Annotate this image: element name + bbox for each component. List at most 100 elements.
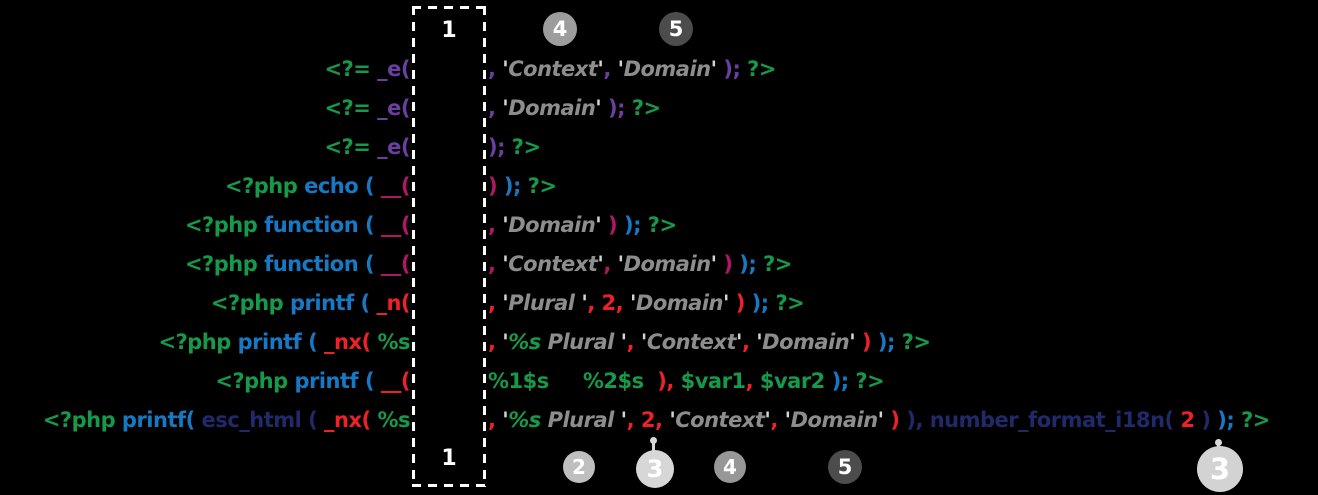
code-token: <?= [324, 135, 378, 159]
code-token: , [488, 330, 503, 354]
code-line: <?php printf( esc_html ( _nx( %s, ' %s Pl… [0, 401, 1318, 440]
code-token: , [915, 408, 930, 432]
code-token: ) [488, 174, 504, 198]
code-line: <?php function ( __( , 'Context', 'Domain… [0, 245, 1318, 284]
code-token: Plural [508, 291, 582, 315]
code-token: <?php [184, 213, 265, 237]
code-line-right: , 'Domain' ); ?> [486, 89, 1318, 128]
code-line-left: <?php function ( __( [0, 245, 411, 284]
code-token: ?> [894, 330, 931, 354]
marker-number: 5 [837, 455, 853, 479]
placeholder-border-right [483, 6, 486, 487]
code-token: %s [377, 408, 410, 432]
code-token: , [488, 252, 503, 276]
code-token: Domain [790, 408, 879, 432]
marker-number: 4 [723, 455, 737, 479]
code-token: , [745, 369, 754, 393]
code-token: ) [906, 408, 916, 432]
code-token: <?= [324, 96, 378, 120]
code-token: Domain [508, 96, 596, 120]
code-token: <?php [184, 252, 265, 276]
marker-number: 3 [646, 455, 664, 483]
code-token: 2 [601, 291, 617, 315]
code-token: __( [380, 174, 411, 198]
code-token: ) [883, 408, 907, 432]
code-token: <?php [215, 369, 295, 393]
code-token: ); [601, 96, 626, 120]
code-token: _e( [377, 135, 410, 159]
code-token: , [626, 408, 641, 432]
placeholder-border-top [412, 6, 486, 9]
code-token: ) [855, 330, 878, 354]
code-token: ?> [640, 213, 677, 237]
code-line-left: <?php echo ( __( [0, 167, 411, 206]
code-token: Domain [508, 213, 596, 237]
code-token: ?> [625, 96, 661, 120]
code-line-right: , 'Context', 'Domain' ) ); ?> [486, 245, 1318, 284]
code-line-left: <?php printf( esc_html ( _nx( %s [0, 401, 411, 440]
code-token: Plural [540, 408, 621, 432]
marker-number: 3 [1209, 452, 1231, 486]
code-token: ); [739, 252, 757, 276]
code-token: ?> [740, 57, 776, 81]
code-line: <?php printf ( _nx( %s, '%s Plural ', 'C… [0, 323, 1318, 362]
code-token: ' [595, 96, 602, 120]
marker-number: 5 [668, 17, 684, 41]
code-token: ' [502, 408, 509, 432]
code-token: ?> [756, 252, 792, 276]
code-token: __( [380, 213, 411, 237]
marker-circle-4: 4 [714, 451, 746, 483]
code-token: function ( [264, 252, 381, 276]
code-token: ' [669, 408, 676, 432]
marker-circle-5: 5 [659, 12, 693, 46]
code-token: , [626, 330, 641, 354]
code-token: ' [502, 96, 509, 120]
code-token: Context [508, 252, 598, 276]
code-token: ) [728, 291, 752, 315]
marker-number: 4 [552, 17, 568, 41]
code-line-right: , 'Plural ', 2, 'Domain' ) ); ?> [486, 284, 1318, 323]
placeholder-border-bottom [412, 484, 486, 487]
marker-circle-2: 2 [563, 451, 595, 483]
code-line: <?php function ( __(, 'Domain' ) ); ?> [0, 206, 1318, 245]
code-token: ?> [1234, 408, 1270, 432]
code-token: , [770, 408, 785, 432]
code-token: ); [877, 330, 896, 354]
code-token: ) [716, 252, 740, 276]
code-line: <?= _e(, 'Context', 'Domain' ); ?> [0, 50, 1318, 89]
code-token: %s [508, 330, 541, 354]
code-token: number_format_i18n( [929, 408, 1174, 432]
code-token: ' [756, 330, 763, 354]
code-token: ' [581, 291, 588, 315]
marker-circle-5: 5 [828, 450, 862, 484]
marker-pin-ball [649, 437, 657, 444]
code-token: ' [597, 57, 604, 81]
code-token: ' [849, 330, 856, 354]
code-lines: <?= _e(, 'Context', 'Domain' ); ?><?= _e… [0, 50, 1318, 440]
code-token: _e( [377, 96, 410, 120]
code-line-right: , 'Context', 'Domain' ); ?> [486, 50, 1318, 89]
code-token: ' [640, 330, 647, 354]
code-token: , [655, 408, 670, 432]
code-token: ); [1210, 408, 1235, 432]
code-token: Domain [623, 57, 712, 81]
marker-pin-ball [1214, 439, 1222, 446]
code-token: ' [722, 291, 729, 315]
code-token: ' [877, 408, 884, 432]
code-token: , [488, 291, 503, 315]
code-token: ' [502, 252, 509, 276]
marker-circle-4: 4 [543, 12, 577, 46]
code-token: esc_html [201, 408, 309, 432]
marker-number: 2 [572, 455, 586, 479]
code-line-left: <?= _e( [0, 50, 410, 89]
marker-circle-3: 3 [1197, 446, 1243, 492]
code-line: <?= _e(); ?> [0, 128, 1318, 167]
code-token: ?> [768, 291, 805, 315]
code-token: , [603, 57, 618, 81]
code-token: printf ( [237, 330, 325, 354]
code-token: ' [620, 330, 627, 354]
code-token: ); [623, 213, 642, 237]
code-token: ), [643, 369, 674, 393]
code-token: , [615, 291, 630, 315]
